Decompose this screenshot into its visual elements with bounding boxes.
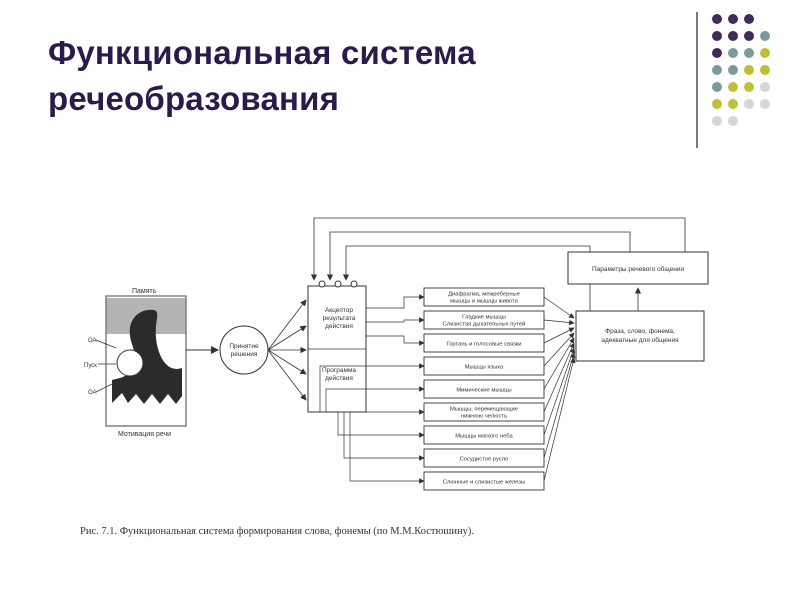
program-to-muscle-arrow — [343, 412, 425, 461]
muscle-box-label: Мимические мышцы — [456, 388, 511, 394]
decision-label-1: Принятие — [229, 343, 259, 350]
muscle-box-label: Слизистая дыхательных путей — [443, 321, 526, 328]
muscle-to-phrase-arrow — [543, 347, 576, 436]
decor-dot — [744, 82, 754, 92]
decor-dot — [760, 31, 770, 41]
decor-dot — [728, 99, 738, 109]
muscle-to-phrase-arrow — [543, 332, 575, 367]
acceptor-line-2: результата — [323, 315, 356, 322]
decor-dot — [744, 99, 754, 109]
phrase-line-2: адекватные для общения — [601, 336, 679, 344]
acceptor-line-1: Акцептор — [325, 307, 353, 314]
diagram-svg: Память Мотивация речи ОА Пуск ОА Приняти… — [80, 217, 709, 537]
program-to-muscle-arrow — [337, 412, 425, 438]
decor-dot — [728, 14, 738, 24]
diagram-figure: Память Мотивация речи ОА Пуск ОА Приняти… — [40, 168, 760, 568]
decor-dot — [744, 14, 754, 24]
speech-params-box — [567, 251, 709, 285]
muscle-box-label: Мышцы языка — [465, 365, 504, 371]
muscle-to-phrase-arrow — [543, 337, 575, 390]
muscle-to-phrase-arrow — [543, 327, 575, 344]
title-divider — [696, 12, 698, 148]
decor-dot — [712, 14, 722, 24]
muscle-box-label: Гортань и голосовые связки — [446, 342, 521, 348]
muscle-box-label: Слюнные и слизистые железы — [443, 480, 525, 486]
decor-dot — [744, 31, 754, 41]
acceptor-line-3: действия — [325, 322, 353, 330]
phrase-word-phoneme-box — [575, 310, 705, 362]
program-to-muscle-arrow — [366, 294, 425, 309]
decor-dot — [728, 116, 738, 126]
decor-dot — [728, 65, 738, 75]
decorative-dot-grid — [0, 0, 800, 150]
muscle-box-label: Гладкие мышцы — [462, 315, 506, 321]
brain-structure-shape — [112, 309, 182, 404]
muscle-box-label: Мышцы, перемещающие — [450, 407, 518, 413]
motivation-label: Мотивация речи — [118, 431, 171, 438]
decor-dot — [712, 99, 722, 109]
decor-dot — [712, 116, 722, 126]
muscle-to-phrase-arrow — [543, 296, 575, 319]
muscle-box-label: Диафрагма, межреберные — [448, 292, 520, 298]
title-line-1: Функциональная система — [48, 34, 476, 71]
decor-dot — [712, 82, 722, 92]
decor-dot — [712, 48, 722, 58]
oa-label-top: ОА — [88, 338, 97, 344]
decor-dot — [728, 82, 738, 92]
muscle-box-label: мышцы и мышцы живота — [450, 299, 518, 305]
memory-label: Память — [132, 288, 157, 295]
slide-title: Функциональная система речеобразования — [48, 30, 648, 122]
title-line-2: речеобразования — [48, 80, 340, 117]
oa-label-bottom: ОА — [88, 390, 97, 396]
memory-block — [105, 295, 187, 427]
phrase-line-1: Фраза, слово, фонема, — [605, 328, 675, 335]
program-to-muscle-arrow — [319, 363, 425, 412]
program-to-muscle-arrow — [325, 386, 425, 412]
trigger-circle — [116, 349, 144, 377]
decor-dot — [728, 48, 738, 58]
decor-dot — [712, 31, 722, 41]
program-line-2: действия — [325, 374, 353, 382]
trigger-label: Пуск — [84, 363, 97, 369]
decor-dot — [760, 99, 770, 109]
decision-label-2: решения — [231, 351, 258, 358]
muscle-box-label: нижнюю челюсть — [461, 414, 507, 420]
muscle-to-phrase-arrow — [543, 342, 575, 413]
muscle-to-phrase-arrow — [543, 357, 576, 482]
decor-dot — [760, 48, 770, 58]
decor-dot — [744, 48, 754, 58]
decor-dot — [728, 31, 738, 41]
decor-dot — [760, 65, 770, 75]
program-to-muscle-arrow — [366, 335, 425, 346]
program-to-muscle-arrow — [366, 317, 425, 323]
muscle-to-phrase-arrow — [543, 319, 575, 326]
figure-caption: Рис. 7.1. Функциональная система формиро… — [80, 526, 474, 537]
decor-dot — [712, 65, 722, 75]
decor-dot — [744, 65, 754, 75]
decor-dot — [760, 82, 770, 92]
program-to-muscle-arrow — [349, 412, 425, 484]
muscle-to-phrase-arrow — [543, 352, 576, 459]
program-line-1: Программа — [322, 367, 356, 374]
muscle-box-label: Мышцы мягкого неба — [455, 434, 513, 440]
speech-params-label: Параметры речевого общения — [592, 265, 685, 273]
decision-circle — [219, 325, 269, 375]
muscle-box-label: Сосудистое русло — [460, 457, 509, 463]
